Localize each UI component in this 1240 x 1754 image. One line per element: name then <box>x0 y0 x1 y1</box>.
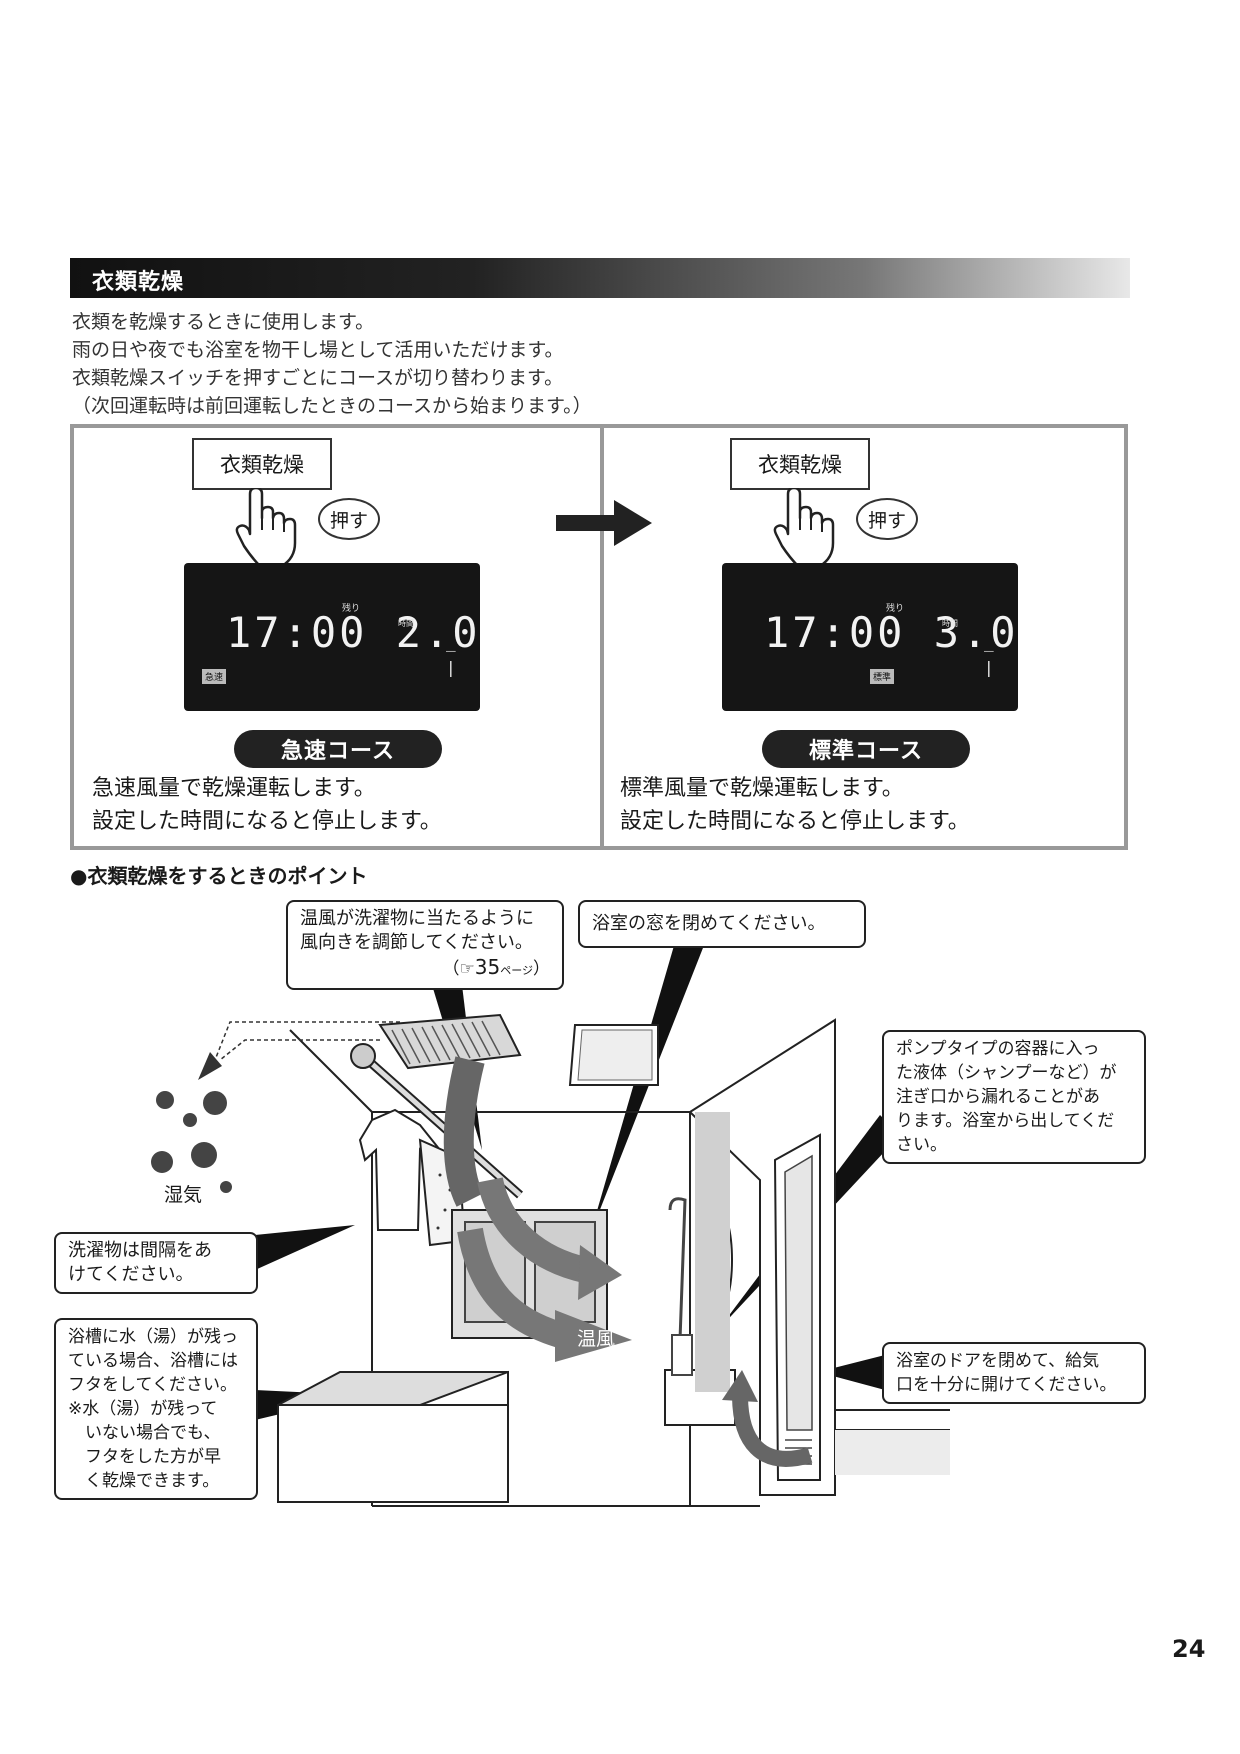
callout-line: 注ぎ口から漏れることがあ <box>896 1087 1100 1107</box>
mode-tag: 急速 <box>202 669 227 684</box>
warm-air-arrow <box>578 1245 622 1300</box>
clock-value: 17:00 <box>764 608 906 657</box>
hour-unit: 時間 <box>942 619 958 628</box>
section-header-bar: 衣類乾燥 <box>70 258 1130 298</box>
lcd-clock: 17:00 2.0 <box>226 608 481 657</box>
course-name-pill: 標準コース <box>762 730 970 768</box>
lcd-display: 17:00 2.0 残り 時間 急速 ‾| <box>184 563 480 711</box>
callout-line: ポンプタイプの容器に入っ <box>896 1039 1100 1059</box>
page-number: 24 <box>1172 1635 1206 1663</box>
callout-line: ります。浴室から出してくだ <box>896 1111 1115 1131</box>
intro-line: 雨の日や夜でも浴室を物干し場として活用いただけます。 <box>72 339 564 361</box>
humidity-dots <box>151 1091 232 1193</box>
switch-label: 衣類乾燥 <box>758 453 842 477</box>
callout-line: 口を十分に開けてください。 <box>896 1375 1117 1395</box>
remaining-label: 残り <box>886 604 905 614</box>
ref-open: （ <box>442 959 460 979</box>
callout-laundry: 洗濯物は間隔をあ けてください。 <box>54 1232 258 1294</box>
course-description: 標準風量で乾燥運転します。 設定した時間になると停止します。 <box>620 772 970 838</box>
callout-line: 温風が洗濯物に当たるように <box>300 908 534 929</box>
callout-line: 浴槽に水（湯）が残っ <box>68 1327 238 1347</box>
callout-line: 浴室の窓を閉めてください。 <box>592 913 826 934</box>
hour-unit: 時間 <box>398 619 414 628</box>
lcd-indicator: ‾| <box>984 648 994 677</box>
panel-divider <box>600 424 604 850</box>
ref-close: ） <box>533 959 550 979</box>
description-line: 標準風量で乾燥運転します。 <box>620 776 904 801</box>
course-name: 標準コース <box>809 739 923 764</box>
course-name-pill: 急速コース <box>234 730 442 768</box>
dry-switch-button[interactable]: 衣類乾燥 <box>192 438 332 490</box>
clock-value: 17:00 <box>226 608 368 657</box>
dry-switch-button[interactable]: 衣類乾燥 <box>730 438 870 490</box>
press-text: 押す <box>329 509 368 532</box>
lcd-display: 17:00 3.0 残り 時間 標準 ‾| <box>722 563 1018 711</box>
ref-unit: ページ <box>500 964 533 977</box>
remaining-label: 残り <box>342 604 361 614</box>
pointing-hand-icon <box>773 488 835 568</box>
callout-line: フタをしてください。 <box>68 1375 237 1395</box>
callout-line: 風向きを調節してください。 <box>300 932 533 953</box>
callout-line: 洗濯物は間隔をあ <box>68 1240 212 1261</box>
callout-line: いない場合でも、 <box>68 1423 221 1443</box>
intro-text: 衣類を乾燥するときに使用します。 雨の日や夜でも浴室を物干し場として活用いただけ… <box>72 308 592 420</box>
lcd-clock: 17:00 3.0 <box>764 608 1019 657</box>
remaining-value: 2.0 <box>395 608 481 657</box>
intro-line: （次回運転時は前回運転したときのコースから始まります。） <box>72 395 592 417</box>
mode-tag: 標準 <box>870 669 895 684</box>
intro-line: 衣類を乾燥するときに使用します。 <box>72 311 375 333</box>
course-description: 急速風量で乾燥運転します。 設定した時間になると停止します。 <box>92 772 442 838</box>
callout-line: く乾燥できます。 <box>68 1471 220 1491</box>
page-reference: （☞35ページ） <box>300 955 550 983</box>
pointer-door <box>818 1355 885 1390</box>
callout-line: フタをした方が早 <box>68 1447 221 1467</box>
press-label: 押す <box>318 498 380 540</box>
humidity-label: 湿気 <box>164 1184 203 1206</box>
callout-airflow: 温風が洗濯物に当たるように 風向きを調節してください。 （☞35ページ） <box>286 900 564 990</box>
callout-line: ※水（湯）が残って <box>68 1399 218 1419</box>
ref-page: 35 <box>474 955 501 979</box>
course-panel <box>70 424 1128 850</box>
callout-line: けてください。 <box>68 1264 194 1285</box>
next-arrow-icon <box>556 500 652 546</box>
remaining-value: 3.0 <box>933 608 1019 657</box>
section-title: 衣類乾燥 <box>92 270 185 295</box>
callout-bathtub: 浴槽に水（湯）が残っ ている場合、浴槽には フタをしてください。 ※水（湯）が残… <box>54 1318 258 1500</box>
description-line: 設定した時間になると停止します。 <box>92 809 442 834</box>
callout-line: た液体（シャンプーなど）が <box>896 1063 1117 1083</box>
switch-label: 衣類乾燥 <box>220 453 304 477</box>
bottle <box>671 1334 693 1376</box>
description-line: 設定した時間になると停止します。 <box>620 809 970 834</box>
hand-pointer-icon: ☞ <box>459 959 475 979</box>
callout-line: ている場合、浴槽には <box>68 1351 238 1371</box>
description-line: 急速風量で乾燥運転します。 <box>92 776 376 801</box>
course-name: 急速コース <box>281 739 395 764</box>
lcd-indicator: ‾| <box>446 648 456 677</box>
callout-line: 浴室のドアを閉めて、給気 <box>896 1351 1100 1371</box>
callout-door: 浴室のドアを閉めて、給気 口を十分に開けてください。 <box>882 1342 1146 1404</box>
callout-line: さい。 <box>896 1135 947 1155</box>
warm-air-label: 温風 <box>577 1328 615 1350</box>
pointer-laundry <box>255 1225 355 1270</box>
callout-pump: ポンプタイプの容器に入っ た液体（シャンプーなど）が 注ぎ口から漏れることがあ … <box>882 1030 1146 1164</box>
intro-line: 衣類乾燥スイッチを押すごとにコースが切り替わります。 <box>72 367 564 389</box>
pointing-hand-icon <box>235 488 297 568</box>
points-heading: ●衣類乾燥をするときのポイント <box>70 864 368 888</box>
callout-window: 浴室の窓を閉めてください。 <box>578 900 866 948</box>
press-text: 押す <box>867 509 906 532</box>
press-label: 押す <box>856 498 918 540</box>
